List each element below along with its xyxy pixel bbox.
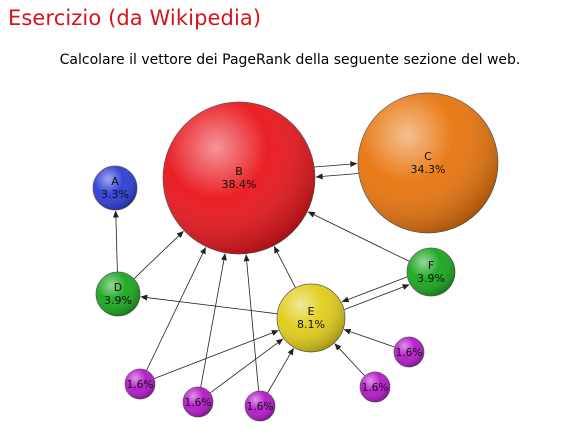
node-g1: 1.6% — [124, 368, 156, 400]
node-name-label: E — [308, 305, 315, 318]
edge-d-to-b — [133, 230, 184, 280]
edge-d-to-a — [112, 210, 119, 273]
slide-subtitle: Calcolare il vettore dei PageRank della … — [59, 52, 521, 68]
edge-g3-to-e — [267, 347, 294, 394]
node-shading — [358, 93, 498, 233]
node-name-label: F — [428, 259, 434, 272]
edge-f-to-b — [307, 211, 410, 262]
node-name-label: A — [111, 175, 119, 188]
node-rank-label: 1.6% — [247, 401, 274, 413]
edge-e-to-b — [273, 246, 296, 288]
edge-f-to-e — [341, 276, 408, 303]
node-e: E8.1% — [276, 283, 346, 353]
node-b: B38.4% — [162, 101, 316, 255]
node-shading — [407, 248, 455, 296]
node-shading — [183, 387, 213, 417]
node-g3: 1.6% — [244, 390, 276, 422]
node-name-label: C — [424, 150, 432, 163]
edge-g3-to-b — [243, 254, 259, 392]
node-shading — [93, 166, 137, 210]
node-shading — [125, 369, 155, 399]
node-f: F3.9% — [406, 247, 456, 297]
node-shading — [360, 372, 390, 402]
edges-layer — [112, 161, 410, 394]
node-c: C34.3% — [357, 92, 499, 234]
node-rank-label: 1.6% — [127, 379, 154, 391]
edge-b-to-c — [314, 161, 358, 168]
node-shading — [96, 272, 140, 316]
node-rank-label: 38.4% — [222, 178, 257, 191]
node-shading — [394, 337, 424, 367]
edge-g2-to-e — [209, 338, 284, 394]
node-rank-label: 3.3% — [101, 188, 129, 201]
node-rank-label: 3.9% — [104, 294, 132, 307]
node-rank-label: 1.6% — [185, 397, 212, 409]
edge-g2-to-b — [200, 253, 227, 388]
edge-e-to-d — [140, 294, 278, 315]
node-g5: 1.6% — [393, 336, 425, 368]
node-shading — [163, 102, 315, 254]
edge-g4-to-e — [334, 343, 366, 377]
slide-title: Esercizio (da Wikipedia) — [8, 6, 262, 30]
node-rank-label: 3.9% — [417, 272, 445, 285]
edge-g1-to-e — [153, 330, 279, 379]
node-g4: 1.6% — [359, 371, 391, 403]
edge-c-to-b — [315, 173, 359, 180]
edge-g1-to-b — [146, 246, 206, 371]
nodes-layer: A3.3%B38.4%C34.3%D3.9%E8.1%F3.9%1.6%1.6%… — [92, 92, 499, 422]
node-shading — [277, 284, 345, 352]
edge-e-to-f — [344, 284, 410, 310]
node-rank-label: 1.6% — [396, 347, 423, 359]
node-a: A3.3% — [92, 165, 138, 211]
edge-g5-to-e — [343, 328, 395, 348]
node-g2: 1.6% — [182, 386, 214, 418]
node-d: D3.9% — [95, 271, 141, 317]
node-shading — [245, 391, 275, 421]
node-name-label: D — [114, 281, 122, 294]
node-rank-label: 8.1% — [297, 318, 325, 331]
node-name-label: B — [235, 165, 243, 178]
node-rank-label: 1.6% — [362, 382, 389, 394]
node-rank-label: 34.3% — [411, 163, 446, 176]
